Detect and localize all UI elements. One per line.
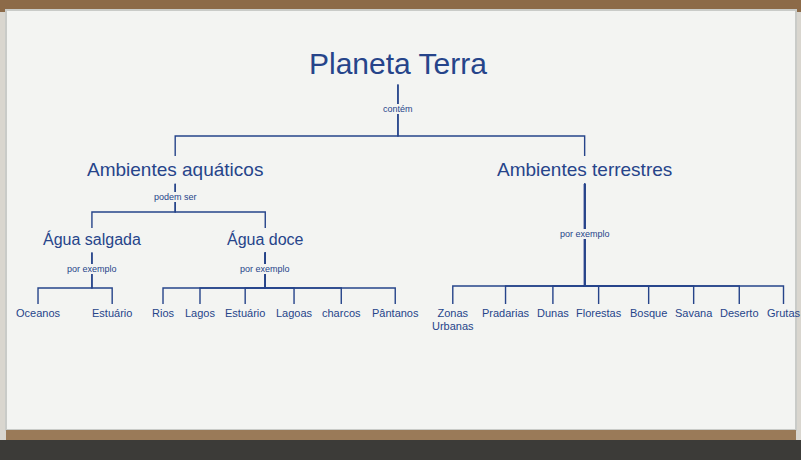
edge-label: por exemplo (65, 264, 119, 274)
tree-connector (175, 184, 265, 228)
tree-connector (265, 252, 341, 304)
tree-node: Pântanos (370, 306, 420, 321)
edge-label: contém (381, 104, 415, 114)
node-text: Água doce (227, 231, 304, 249)
tree-connector (200, 252, 265, 304)
node-text: Ambientes aquáticos (87, 159, 263, 181)
tree-node: Água salgada (41, 230, 143, 250)
edge-label: por exemplo (558, 229, 612, 239)
node-text: Bosque (630, 307, 667, 320)
node-text: Deserto (720, 307, 759, 320)
tree-node: Planeta Terra (307, 46, 489, 83)
tree-connector (585, 184, 784, 304)
node-text: Florestas (576, 307, 621, 320)
tree-node: Pradarias (480, 306, 531, 321)
node-text: Ambientes terrestres (497, 159, 672, 181)
tree-node: Florestas (574, 306, 623, 321)
tree-node: Grutas (765, 306, 801, 321)
node-text: Rios (152, 307, 174, 320)
tree-node: Ambientes terrestres (495, 158, 674, 182)
tree-node: Ambientes aquáticos (85, 158, 265, 182)
marker-tray (0, 440, 801, 460)
tree-node: Rios (150, 306, 176, 321)
tree-node: Bosque (628, 306, 669, 321)
tree-connector (163, 252, 265, 304)
tree-node: Savana (673, 306, 714, 321)
edge-label: por exemplo (238, 264, 292, 274)
tree-connector (265, 252, 294, 304)
node-text: Savana (675, 307, 712, 320)
tree-node: Água doce (225, 230, 306, 250)
tree-node: charcos (320, 306, 363, 321)
tree-node: Deserto (718, 306, 761, 321)
tree-node: Zonas Urbanas (430, 306, 476, 333)
node-text: Grutas (767, 307, 800, 320)
node-text: Zonas Urbanas (432, 307, 474, 332)
board-surface (6, 10, 796, 430)
tree-connector (92, 252, 112, 304)
tree-node: Lagoas (274, 306, 314, 321)
tree-node: Dunas (535, 306, 571, 321)
tree-connector (553, 184, 585, 304)
node-text: Estuário (92, 307, 132, 320)
tree-connector (175, 85, 398, 157)
edge-label: podem ser (152, 192, 199, 202)
tree-node: Oceanos (14, 306, 62, 321)
node-text: Oceanos (16, 307, 60, 320)
node-text: Pradarias (482, 307, 529, 320)
tree-connector (506, 184, 585, 304)
node-text: Água salgada (43, 231, 141, 249)
tree-connector (453, 184, 585, 304)
tree-node: Lagos (183, 306, 217, 321)
tree-connector (245, 252, 265, 304)
node-text: Planeta Terra (309, 47, 487, 82)
node-text: Estuário (225, 307, 265, 320)
node-text: Lagoas (276, 307, 312, 320)
node-text: Pântanos (372, 307, 418, 320)
tree-connector (398, 85, 585, 157)
tree-connector (265, 252, 395, 304)
tree-node: Estuário (223, 306, 267, 321)
node-text: Dunas (537, 307, 569, 320)
tree-node: Estuário (90, 306, 134, 321)
board-frame (6, 430, 796, 440)
node-text: charcos (322, 307, 361, 320)
tree-connector (38, 252, 92, 304)
node-text: Lagos (185, 307, 215, 320)
tree-connector (92, 184, 175, 228)
